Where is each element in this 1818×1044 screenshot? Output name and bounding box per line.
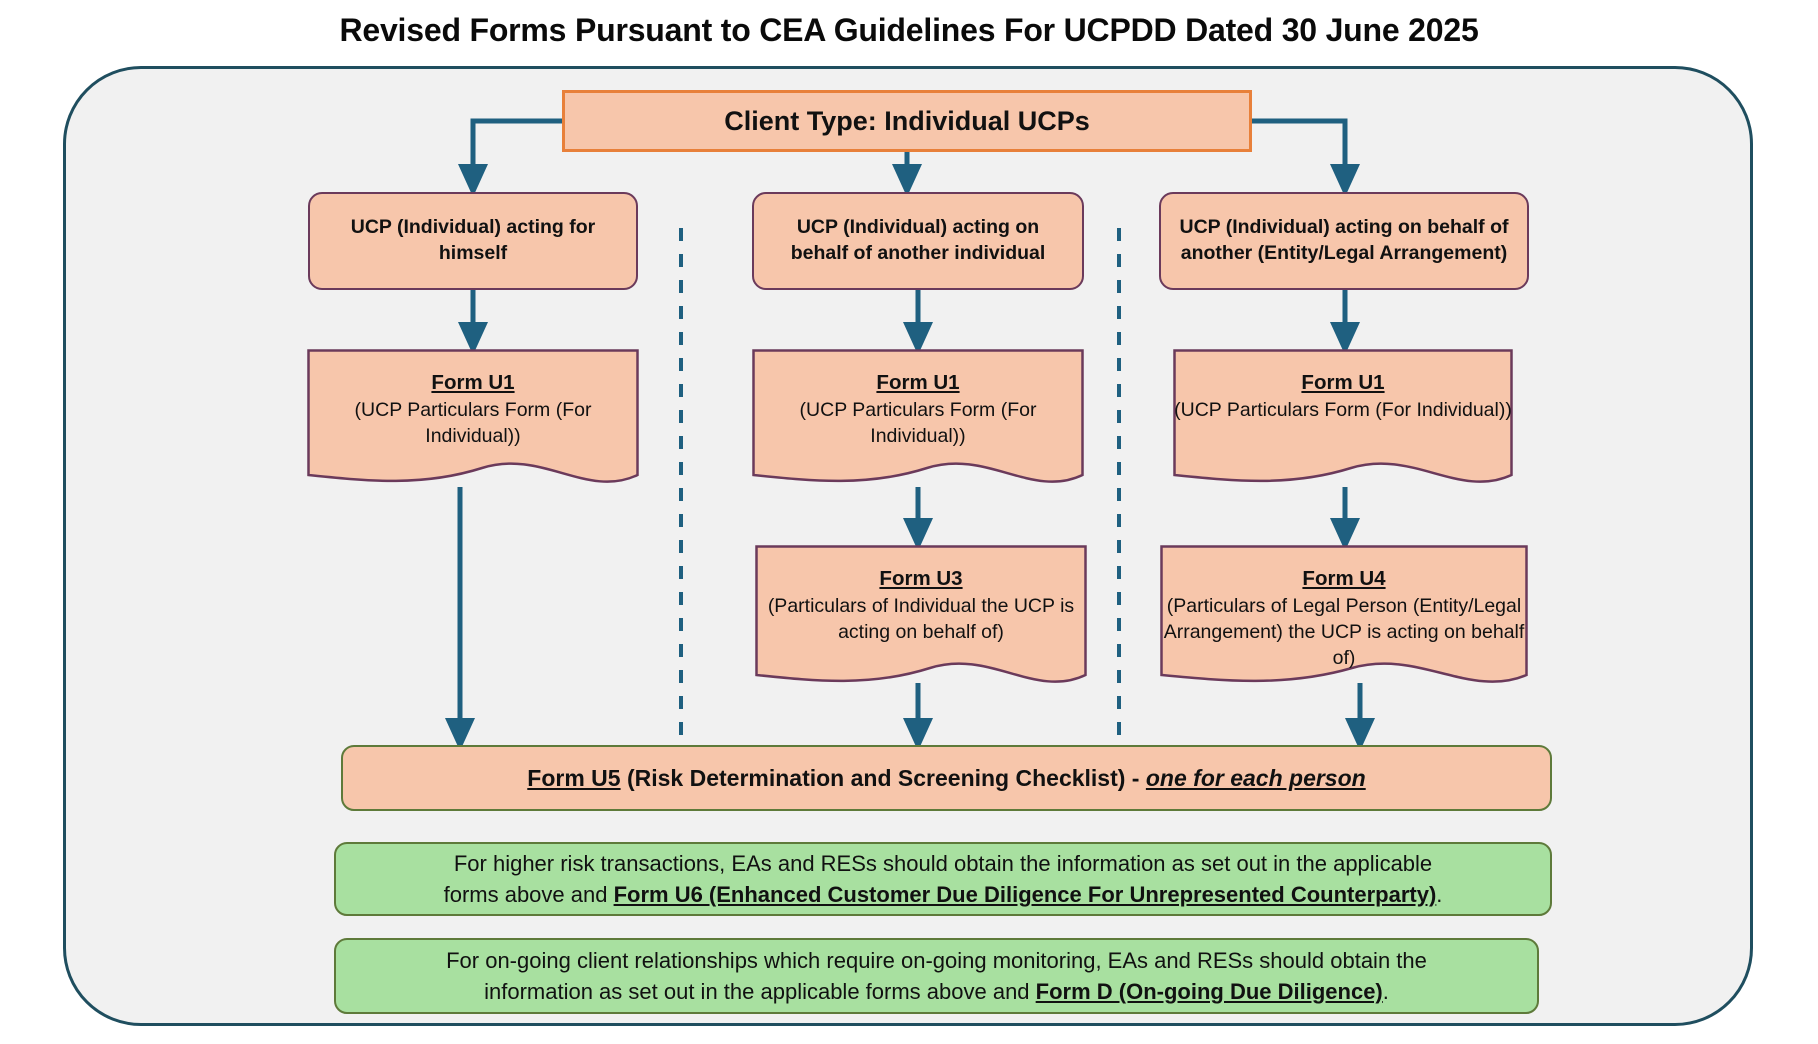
note-line-1: For on-going client relationships which … [446,947,1427,973]
document-shape-icon [1173,349,1513,483]
node-form-u1-middle[interactable]: Form U1 (UCP Particulars Form (For Indiv… [752,349,1084,497]
note-line-2-suffix: . [1382,979,1389,1004]
form-description: (Particulars of Legal Person (Entity/Leg… [1163,595,1525,669]
form-description: (Particulars of Individual the UCP is ac… [767,595,1075,643]
form-id: Form U1 [431,371,515,394]
form-id: Form U4 [1302,567,1386,590]
node-form-u3-text: Form U3 (Particulars of Individual the U… [755,545,1087,697]
node-branch-label: UCP (Individual) acting on behalf of ano… [1179,216,1509,264]
node-form-u4[interactable]: Form U4 (Particulars of Legal Person (En… [1160,545,1528,697]
note-line-2-suffix: . [1436,882,1443,907]
node-client-type-label: Client Type: Individual UCPs [724,105,1090,136]
node-form-u1-middle-text: Form U1 (UCP Particulars Form (For Indiv… [752,349,1084,497]
form-emphasis: one for each person [1145,764,1366,791]
note-line-2: information as set out in the applicable… [358,976,1515,1007]
note-higher-risk[interactable]: For higher risk transactions, EAs and RE… [334,842,1552,916]
form-id: Form U5 [527,764,621,791]
node-form-u3[interactable]: Form U3 (Particulars of Individual the U… [755,545,1087,697]
note-ongoing[interactable]: For on-going client relationships which … [334,938,1539,1014]
node-form-u4-text: Form U4 (Particulars of Legal Person (En… [1160,545,1528,697]
node-form-u1-right[interactable]: Form U1 (UCP Particulars Form (For Indiv… [1173,349,1513,497]
form-id: Form U1 [876,371,960,394]
node-branch-acting-for-entity[interactable]: UCP (Individual) acting on behalf of ano… [1159,192,1529,290]
form-id: Form U3 [879,567,963,590]
note-line-2: forms above and Form U6 (Enhanced Custom… [358,879,1528,910]
form-description: (UCP Particulars Form (For Individual)) [799,399,1037,447]
node-branch-label: UCP (Individual) acting for himself [350,216,596,264]
note-form-reference: Form D (On-going Due Diligence) [1035,979,1383,1004]
document-shape-icon [307,349,639,483]
document-shape-icon [755,545,1087,683]
note-line-2-prefix: information as set out in the applicable… [484,979,1036,1004]
form-description: (UCP Particulars Form (For Individual)) [1174,399,1512,422]
document-shape-icon [752,349,1084,483]
note-line-2-prefix: forms above and [443,882,614,907]
node-form-u1-left[interactable]: Form U1 (UCP Particulars Form (For Indiv… [307,349,639,497]
note-line-1: For higher risk transactions, EAs and RE… [453,850,1433,876]
form-description: (Risk Determination and Screening Checkl… [620,764,1146,791]
node-branch-acting-for-himself[interactable]: UCP (Individual) acting for himself [308,192,638,290]
note-form-reference: Form U6 (Enhanced Customer Due Diligence… [613,882,1437,907]
node-branch-acting-for-individual[interactable]: UCP (Individual) acting on behalf of ano… [752,192,1084,290]
node-form-u1-right-text: Form U1 (UCP Particulars Form (For Indiv… [1173,349,1513,497]
form-id: Form U1 [1301,371,1385,394]
node-client-type[interactable]: Client Type: Individual UCPs [562,90,1252,152]
page-title: Revised Forms Pursuant to CEA Guidelines… [339,12,1479,48]
document-shape-icon [1160,545,1528,683]
node-branch-label: UCP (Individual) acting on behalf of ano… [790,216,1046,264]
node-form-u5-text: Form U5 (Risk Determination and Screenin… [527,765,1365,792]
node-form-u5[interactable]: Form U5 (Risk Determination and Screenin… [341,745,1552,811]
node-form-u1-left-text: Form U1 (UCP Particulars Form (For Indiv… [307,349,639,497]
form-description: (UCP Particulars Form (For Individual)) [354,399,592,447]
